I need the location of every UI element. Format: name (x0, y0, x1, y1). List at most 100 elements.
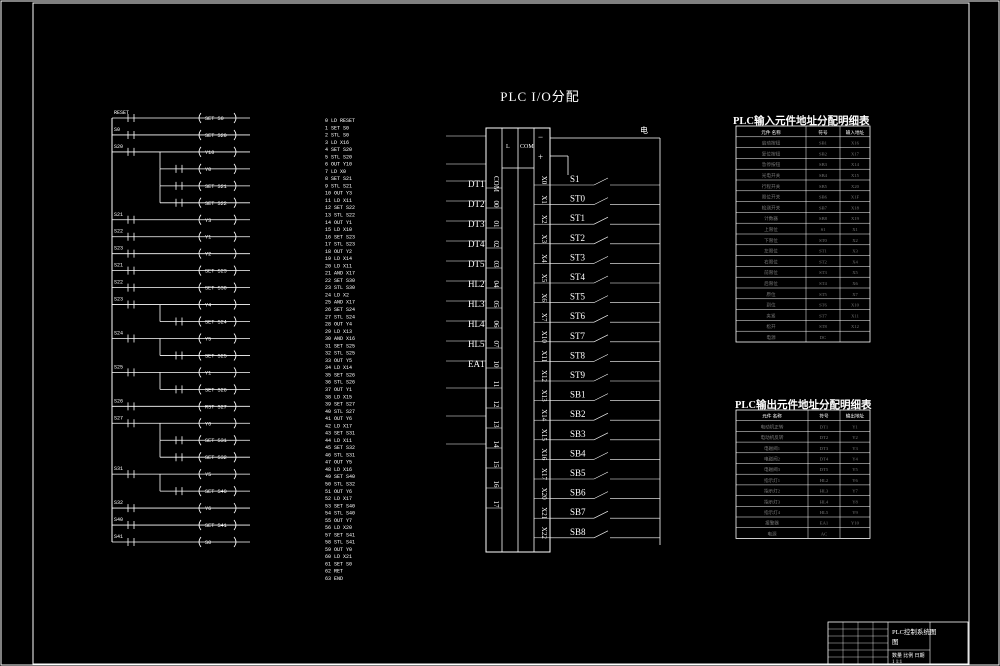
coil-label: SET S32 (205, 455, 227, 461)
switch-blade (593, 471, 609, 480)
input-address: X7 (540, 313, 548, 322)
coil-left (198, 163, 202, 175)
coil-label: Y3 (205, 218, 211, 224)
coil-label: Y4 (205, 303, 211, 309)
output-address: COM (492, 176, 500, 193)
instruction-line: 22 SET S30 (325, 278, 355, 284)
output-cell: HL4 (820, 499, 829, 504)
input-device-label: SB5 (570, 468, 586, 478)
instruction-line: 27 STL S24 (325, 314, 355, 320)
coil-left (198, 367, 202, 378)
output-device-label: EA1 (468, 359, 485, 369)
instruction-line: 32 STL S25 (325, 351, 355, 357)
output-address: 17 (492, 501, 500, 509)
instruction-line: 33 OUT Y5 (325, 358, 352, 364)
coil-left (198, 401, 202, 412)
input-cell: X2 (852, 238, 858, 243)
input-cell: X4 (852, 259, 858, 264)
instruction-line: 57 SET S41 (325, 532, 355, 538)
input-device-label: ST5 (570, 292, 586, 302)
output-cell: 电动机反转 (761, 434, 784, 441)
input-cell: 右限位 (764, 258, 778, 265)
instruction-line: 15 LD X10 (325, 227, 352, 233)
coil-right (233, 384, 237, 395)
input-cell: ST4 (819, 281, 827, 286)
input-cell: 光电开关 (762, 172, 781, 179)
coil-right (233, 333, 237, 344)
instruction-line: 43 SET S31 (325, 431, 355, 437)
output-cell: 指示灯3 (764, 498, 781, 505)
input-cell: ST1 (819, 249, 827, 254)
contact-label: S21 (114, 263, 123, 269)
instruction-line: 63 END (325, 576, 343, 582)
instruction-line: 61 SET S0 (325, 561, 352, 567)
coil-left (198, 451, 202, 463)
instruction-line: 16 SET S23 (325, 234, 355, 240)
coil-label: Y6 (205, 506, 211, 512)
coil-left (198, 350, 202, 361)
coil-label: S0 (205, 540, 211, 546)
input-device-label: ST1 (570, 213, 585, 223)
instruction-line: 14 OUT Y1 (325, 220, 352, 226)
input-device-label: SB6 (570, 488, 586, 498)
coil-right (233, 434, 237, 446)
input-cell: 下限位 (764, 237, 778, 244)
output-cell: Y1 (852, 424, 858, 429)
input-cell: 后限位 (764, 280, 778, 287)
input-address: X15 (540, 429, 548, 442)
contact-label: S31 (114, 466, 123, 472)
coil-label: SET S0 (205, 116, 224, 122)
output-device-label: HL4 (468, 319, 485, 329)
coil-left (198, 214, 202, 226)
coil-right (233, 468, 237, 480)
input-cell: ST0 (819, 238, 827, 243)
input-cell: X17 (851, 151, 860, 156)
output-device-label: DT5 (468, 259, 485, 269)
contact-label: S22 (114, 280, 123, 286)
coil-right (233, 248, 237, 259)
output-cell: 符号 (819, 413, 829, 420)
instruction-line: 58 STL S41 (325, 540, 355, 546)
input-address: X13 (540, 390, 548, 403)
coil-right (233, 350, 237, 361)
instruction-line: 24 LD X2 (325, 292, 349, 298)
com-label: COM (520, 144, 534, 150)
coil-left (198, 418, 202, 429)
coil-right (233, 401, 237, 412)
coil-left (198, 146, 202, 158)
output-address: 15 (492, 461, 500, 469)
instruction-line: 11 LD X11 (325, 198, 352, 204)
instruction-line: 59 OUT Y0 (325, 547, 352, 553)
input-cell: 松开 (766, 323, 776, 330)
output-cell: DT1 (820, 424, 829, 429)
instruction-line: 55 OUT Y7 (325, 518, 352, 524)
input-device-label: SB8 (570, 527, 586, 537)
coil-left (198, 519, 202, 531)
contact-label: S27 (114, 415, 123, 421)
coil-right (233, 418, 237, 429)
input-device-label: S1 (570, 174, 580, 184)
switch-blade (593, 334, 609, 343)
output-cell: 报警器 (765, 520, 779, 527)
output-address: 13 (492, 421, 500, 429)
contact-label: S26 (114, 398, 123, 404)
output-cell: Y6 (852, 478, 858, 483)
coil-right (233, 316, 237, 327)
input-cell: X19 (851, 216, 860, 221)
switch-blade (593, 216, 609, 225)
output-cell: 输出地址 (846, 413, 865, 420)
input-address: X1 (540, 195, 548, 204)
coil-right (233, 265, 237, 276)
instruction-line: 29 LD X13 (325, 329, 352, 335)
instruction-line: 1 SET S0 (325, 125, 349, 131)
input-cell: 启动按钮 (762, 140, 781, 147)
instruction-line: 47 OUT Y5 (325, 460, 352, 466)
switch-blade (593, 197, 609, 205)
output-cell: AC (821, 531, 827, 536)
coil-right (233, 112, 237, 124)
instruction-line: 44 LD X11 (325, 438, 352, 444)
input-cell: 输入地址 (846, 129, 865, 136)
input-cell: SB3 (819, 162, 828, 167)
